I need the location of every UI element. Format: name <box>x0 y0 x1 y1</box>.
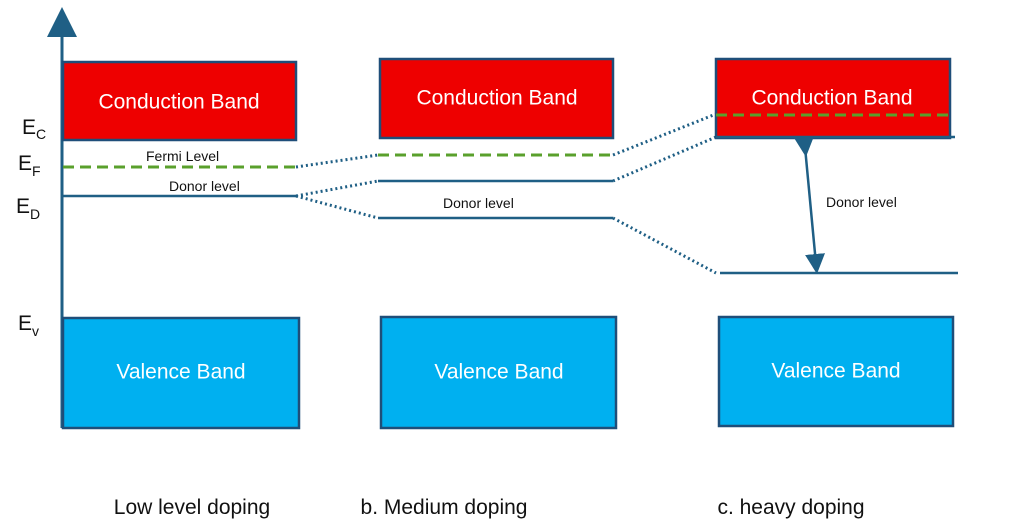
axis-label-ed: ED <box>16 195 40 222</box>
donor-lower-connector <box>295 194 379 220</box>
connectors-medium-to-heavy <box>612 112 717 275</box>
donor-lower-connector <box>612 216 717 275</box>
panel-caption: Low level doping <box>114 496 270 519</box>
panel-medium-doping: Conduction Band Donor level Valence Band… <box>361 57 618 519</box>
conduction-band-label: Conduction Band <box>98 91 259 114</box>
panel-low-doping: Conduction Band Fermi Level Donor level … <box>61 60 301 519</box>
valence-band-label: Valence Band <box>771 360 900 383</box>
valence-band-label: Valence Band <box>434 361 563 384</box>
donor-upper-connector <box>295 179 379 198</box>
fermi-connector <box>612 112 717 157</box>
panel-caption: c. heavy doping <box>717 496 864 519</box>
donor-level-label: Donor level <box>169 178 240 194</box>
valence-band-box <box>717 315 955 428</box>
panel-heavy-doping: Conduction Band Donor level Valence Band… <box>714 57 958 519</box>
valence-band-box <box>61 316 301 430</box>
valence-band-label: Valence Band <box>116 361 245 384</box>
donor-level-label: Donor level <box>443 195 514 211</box>
fermi-connector <box>295 153 379 169</box>
donor-upper-connector <box>612 135 717 183</box>
axis-label-ef: EF <box>18 152 41 179</box>
connectors-low-to-medium <box>295 153 379 220</box>
donor-width-double-arrow <box>794 136 826 274</box>
panel-caption: b. Medium doping <box>361 496 528 519</box>
donor-level-label: Donor level <box>826 194 897 210</box>
fermi-level-label: Fermi Level <box>146 148 219 164</box>
conduction-band-label: Conduction Band <box>416 87 577 110</box>
valence-band-box <box>379 315 618 430</box>
conduction-band-label: Conduction Band <box>751 87 912 110</box>
axis-label-ec: EC <box>22 116 46 142</box>
conduction-band-box <box>378 57 615 140</box>
conduction-band-box <box>61 60 298 142</box>
axis-label-ev: Ev <box>18 312 39 339</box>
conduction-band-box <box>714 57 952 140</box>
